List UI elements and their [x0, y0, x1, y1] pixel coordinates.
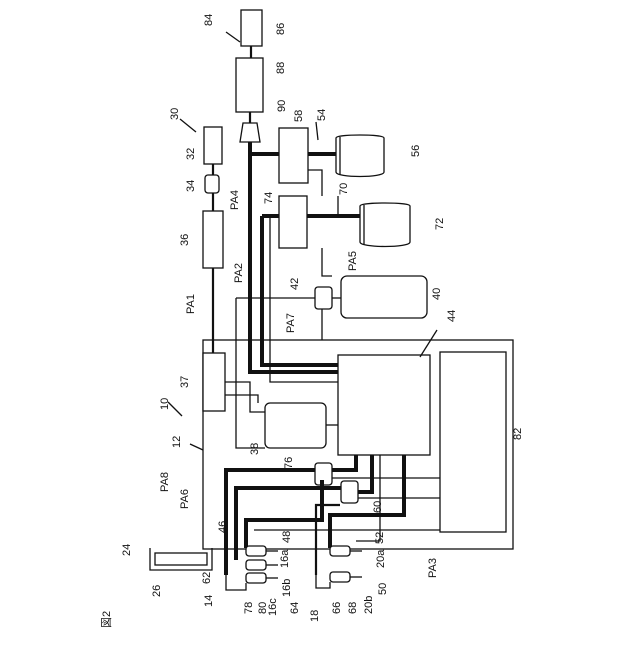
- label-34: 34: [185, 180, 197, 192]
- label-pa2: PA2: [233, 263, 245, 283]
- label-88: 88: [275, 62, 287, 74]
- tank-40: [341, 276, 427, 318]
- label-52: 52: [374, 532, 386, 544]
- tank-56: [336, 135, 384, 177]
- unit-37: [203, 353, 225, 411]
- label-12: 12: [171, 436, 183, 448]
- label-pa8: PA8: [159, 472, 171, 492]
- label-pa1: PA1: [185, 294, 197, 314]
- label-24: 24: [121, 544, 133, 556]
- label-36: 36: [179, 234, 191, 246]
- unit-90: [240, 123, 260, 142]
- unit-88: [236, 58, 263, 112]
- valve-42: [315, 287, 332, 309]
- label-16b: 16b: [281, 579, 293, 597]
- label-20b: 20b: [363, 596, 375, 614]
- label-38: 38: [249, 443, 261, 455]
- label-56: 56: [410, 145, 422, 157]
- label-40: 40: [431, 288, 443, 300]
- label-pa3: PA3: [427, 558, 439, 578]
- label-figure: 図2: [100, 611, 113, 628]
- label-80: 80: [257, 602, 269, 614]
- label-70: 70: [338, 183, 350, 195]
- tray-26: [155, 553, 207, 565]
- label-16a: 16a: [279, 549, 291, 568]
- label-14: 14: [203, 595, 215, 607]
- controller-44: [338, 355, 430, 455]
- unit-74: [279, 196, 307, 248]
- unit-32: [204, 127, 222, 164]
- unit-58: [279, 128, 308, 183]
- valve-60: [341, 481, 358, 503]
- label-pa5: PA5: [347, 251, 359, 271]
- label-90: 90: [276, 100, 288, 112]
- label-pa7: PA7: [285, 313, 297, 333]
- label-60: 60: [372, 501, 384, 513]
- label-66: 66: [331, 602, 343, 614]
- tank-38: [265, 403, 326, 448]
- label-26: 26: [151, 585, 163, 597]
- nozzle-group-14: [226, 546, 278, 590]
- label-pa6: PA6: [179, 489, 191, 509]
- label-37: 37: [179, 376, 191, 388]
- unit-36: [203, 211, 223, 268]
- label-74: 74: [263, 192, 275, 204]
- label-10: 10: [159, 398, 171, 410]
- label-18: 18: [309, 610, 321, 622]
- label-54: 54: [316, 109, 328, 121]
- label-62: 62: [201, 572, 213, 584]
- label-64: 64: [289, 602, 301, 614]
- label-50: 50: [377, 583, 389, 595]
- label-46: 46: [217, 521, 229, 533]
- label-82: 82: [512, 428, 524, 440]
- label-pa4: PA4: [229, 190, 241, 210]
- tank-72: [360, 203, 410, 247]
- unit-34: [205, 175, 219, 193]
- label-58: 58: [293, 110, 305, 122]
- label-78: 78: [243, 602, 255, 614]
- label-44: 44: [446, 310, 458, 322]
- label-42: 42: [289, 278, 301, 290]
- label-76: 76: [283, 457, 295, 469]
- label-84: 84: [203, 14, 215, 26]
- label-32: 32: [185, 148, 197, 160]
- unit-86: [241, 10, 262, 46]
- label-30: 30: [169, 108, 181, 120]
- label-20a: 20a: [375, 549, 387, 568]
- label-68: 68: [347, 602, 359, 614]
- label-48: 48: [281, 531, 293, 543]
- unit-82: [440, 352, 506, 532]
- nozzle-group-18: [316, 546, 362, 588]
- label-72: 72: [434, 218, 446, 230]
- label-86: 86: [275, 23, 287, 35]
